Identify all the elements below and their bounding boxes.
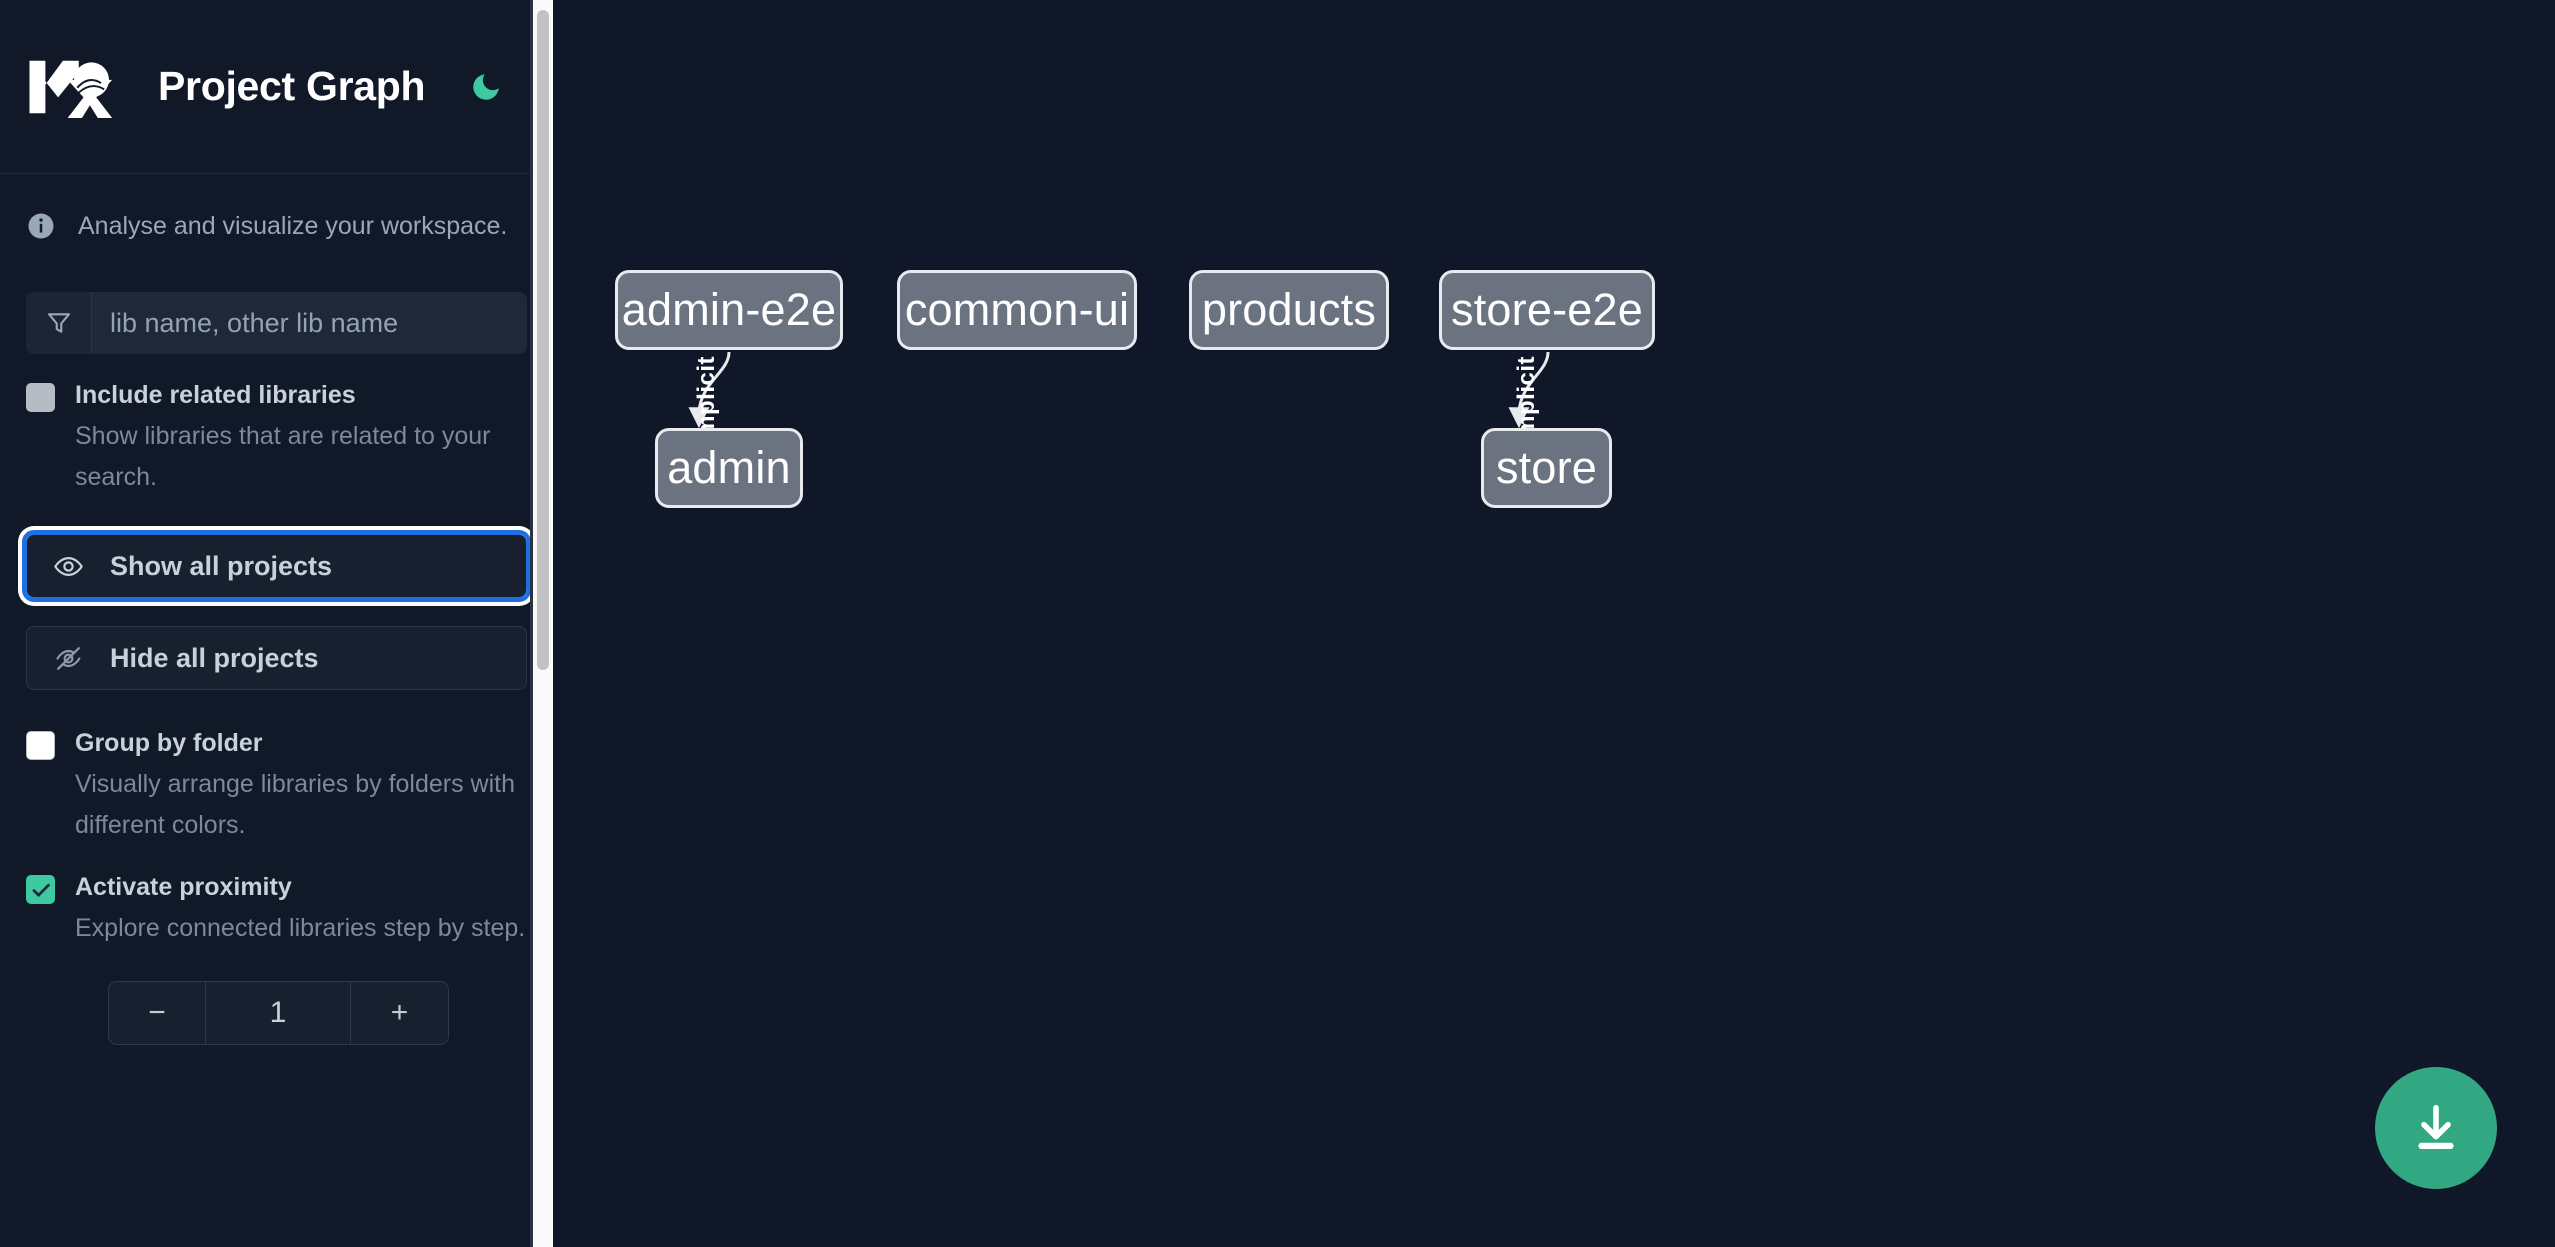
proximity-increment-button[interactable]: +: [351, 982, 448, 1044]
workspace-info: Analyse and visualize your workspace.: [0, 174, 553, 278]
node-label: products: [1201, 284, 1377, 335]
show-all-projects-block: Show all projects: [0, 530, 553, 602]
moon-icon[interactable]: [463, 64, 509, 110]
option-body: Include related libraries Show libraries…: [75, 380, 527, 498]
checkbox-activate-proximity[interactable]: [26, 875, 55, 904]
proximity-stepper-wrap: − 1 +: [0, 981, 553, 1045]
option-body: Activate proximity Explore connected lib…: [75, 872, 527, 949]
sidebar: Project Graph Analyse and visualize yo: [0, 0, 553, 1247]
proximity-decrement-button[interactable]: −: [109, 982, 206, 1044]
page-title: Project Graph: [158, 63, 426, 109]
nx-logo-icon: [26, 56, 122, 118]
checkbox-include-related-libraries[interactable]: [26, 383, 55, 412]
hide-all-projects-block: Hide all projects: [0, 626, 553, 690]
graph-canvas[interactable]: implicit implicit admin-e2e common-ui pr…: [553, 0, 2555, 1247]
proximity-value: 1: [206, 982, 351, 1044]
graph-node-admin-e2e[interactable]: admin-e2e: [615, 270, 843, 350]
download-image-button[interactable]: [2375, 1067, 2497, 1189]
sidebar-scrollbar[interactable]: [533, 0, 553, 1247]
sidebar-scroll-area[interactable]: Project Graph Analyse and visualize yo: [0, 0, 553, 1247]
option-group-by-folder[interactable]: Group by folder Visually arrange librari…: [0, 728, 553, 846]
option-include-related-libraries[interactable]: Include related libraries Show libraries…: [0, 380, 553, 498]
sidebar-divider: [530, 0, 533, 1247]
node-label: admin: [667, 442, 791, 493]
checkbox-group-by-folder[interactable]: [26, 731, 55, 760]
eye-icon: [53, 551, 84, 582]
graph-node-store[interactable]: store: [1481, 428, 1612, 508]
option-body: Group by folder Visually arrange librari…: [75, 728, 527, 846]
hide-all-projects-button[interactable]: Hide all projects: [26, 626, 527, 690]
search-box[interactable]: [26, 292, 527, 354]
node-label: common-ui: [904, 284, 1130, 335]
graph-node-admin[interactable]: admin: [655, 428, 803, 508]
search-input[interactable]: [92, 292, 527, 354]
info-circle-icon: [26, 211, 56, 241]
sidebar-scrollbar-thumb[interactable]: [537, 10, 549, 670]
filter-funnel-icon: [26, 292, 92, 354]
option-title: Group by folder: [75, 729, 263, 757]
option-title: Include related libraries: [75, 381, 356, 409]
option-description: Visually arrange libraries by folders wi…: [75, 770, 516, 839]
option-activate-proximity[interactable]: Activate proximity Explore connected lib…: [0, 872, 553, 949]
download-icon: [2407, 1099, 2465, 1157]
graph-node-store-e2e[interactable]: store-e2e: [1439, 270, 1655, 350]
option-description: Explore connected libraries step by step…: [75, 914, 526, 942]
graph-edges: [688, 351, 1550, 429]
node-label: store-e2e: [1451, 284, 1643, 335]
sidebar-header: Project Graph: [0, 0, 553, 174]
option-title: Activate proximity: [75, 873, 292, 901]
show-all-projects-button[interactable]: Show all projects: [22, 530, 531, 602]
graph-node-common-ui[interactable]: common-ui: [897, 270, 1137, 350]
show-all-projects-label: Show all projects: [110, 550, 333, 581]
hide-all-projects-label: Hide all projects: [110, 642, 319, 673]
workspace-info-text: Analyse and visualize your workspace.: [78, 211, 508, 240]
node-label: admin-e2e: [621, 284, 837, 335]
proximity-stepper[interactable]: − 1 +: [108, 981, 449, 1045]
node-label: store: [1495, 442, 1598, 493]
graph-node-products[interactable]: products: [1189, 270, 1389, 350]
option-description: Show libraries that are related to your …: [75, 422, 491, 491]
eye-off-icon: [53, 643, 84, 674]
